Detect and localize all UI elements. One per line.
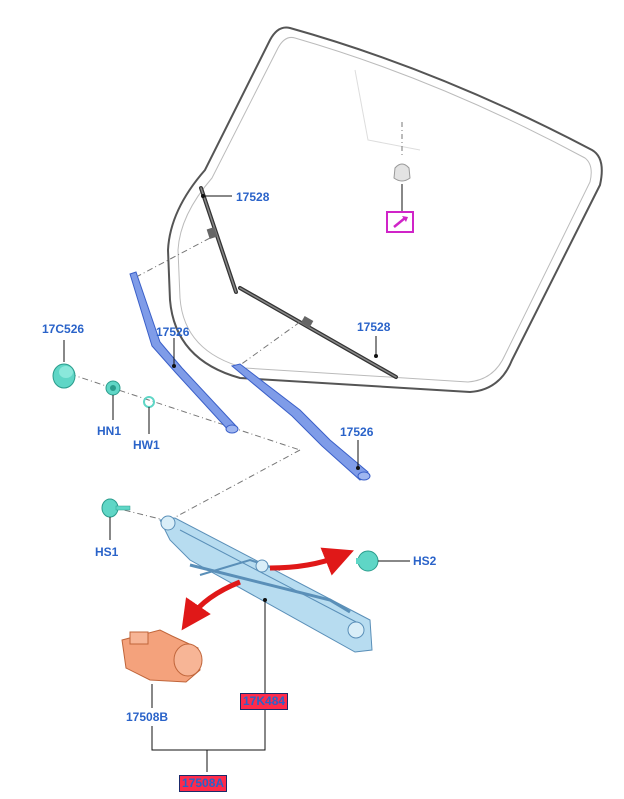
nut bbox=[105, 380, 121, 420]
arm-cap bbox=[52, 340, 76, 389]
screw-hs1 bbox=[101, 498, 131, 540]
wiper-arm-right bbox=[230, 363, 371, 481]
label-screw-hs1: HS1 bbox=[95, 545, 119, 559]
wiper-linkage bbox=[159, 515, 373, 750]
red-arrows bbox=[181, 547, 354, 631]
wiper-blade-right bbox=[238, 286, 398, 379]
screw-hs2 bbox=[356, 550, 410, 572]
label-wiper-arm-right: 17526 bbox=[340, 425, 374, 439]
label-wiper-arm-left: 17526 bbox=[156, 325, 190, 339]
tool-icon bbox=[386, 211, 414, 233]
label-screw-hs2: HS2 bbox=[413, 554, 437, 568]
windshield bbox=[166, 26, 603, 394]
label-linkage: 17K484 bbox=[240, 693, 289, 710]
label-motor: 17508B bbox=[126, 710, 169, 724]
washer bbox=[143, 396, 155, 434]
label-washer: HW1 bbox=[133, 438, 160, 452]
label-wiper-blade-right: 17528 bbox=[357, 320, 391, 334]
assembly-bracket bbox=[151, 712, 266, 772]
label-arm-cap: 17C526 bbox=[42, 322, 85, 336]
label-assembly: 17508A bbox=[179, 775, 228, 792]
wiper-arm-left bbox=[129, 271, 239, 434]
wiper-motor bbox=[121, 629, 203, 708]
sensor-clip bbox=[393, 122, 411, 211]
wiper-blade-left bbox=[199, 186, 238, 294]
label-wiper-blade-left: 17528 bbox=[236, 190, 270, 204]
label-nut: HN1 bbox=[97, 424, 122, 438]
